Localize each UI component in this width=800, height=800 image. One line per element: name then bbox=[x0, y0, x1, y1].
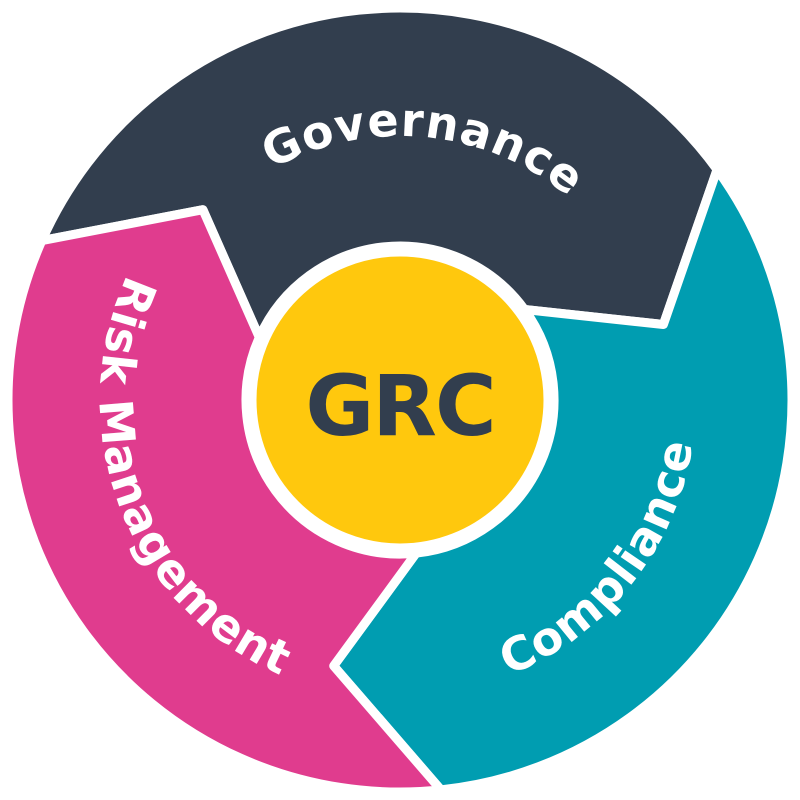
center-circle bbox=[249, 249, 551, 551]
center-label: GRC bbox=[305, 357, 494, 455]
segment-compliance bbox=[329, 165, 797, 795]
segment-risk-management bbox=[3, 205, 446, 797]
segment-governance bbox=[37, 3, 722, 342]
